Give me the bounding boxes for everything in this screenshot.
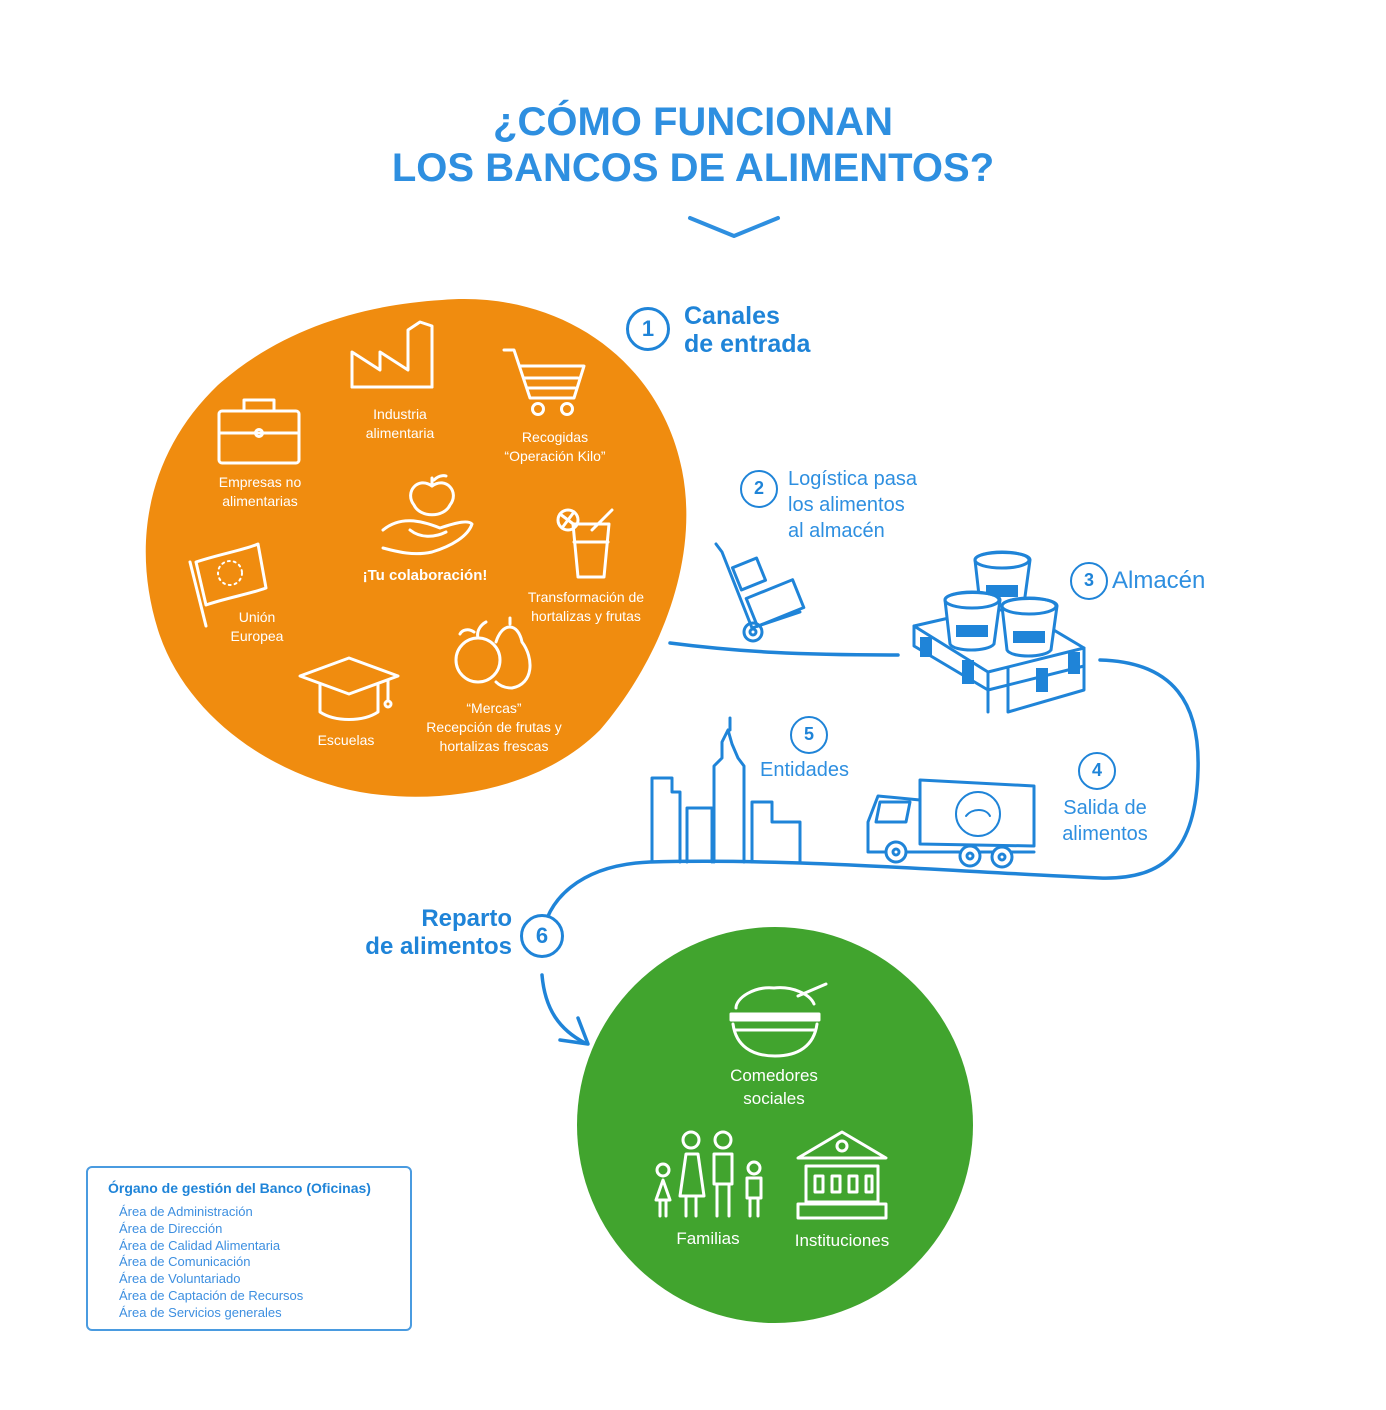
city-skyline-icon <box>650 716 802 864</box>
factory-icon <box>350 320 434 389</box>
juice-glass-icon <box>556 508 614 579</box>
label-colaboracion: ¡Tu colaboración! <box>362 567 488 584</box>
office-info-box: Órgano de gestión del Banco (Oficinas) Á… <box>86 1166 412 1331</box>
office-area-item: Área de Calidad Alimentaria <box>119 1237 281 1253</box>
step-3-label: Almacén <box>1112 567 1206 594</box>
recipients-circle <box>577 927 973 1323</box>
label-familias: Familias <box>676 1229 740 1248</box>
office-area-item: Área de Dirección <box>119 1220 223 1236</box>
label-instituciones: Instituciones <box>794 1231 890 1250</box>
delivery-truck-icon <box>866 778 1036 869</box>
step-5-label: Entidades <box>760 759 849 781</box>
label-recogidas: Recogidas“Operación Kilo” <box>504 429 606 464</box>
step-5-badge: 5 <box>790 716 828 754</box>
office-area-item: Área de Comunicación <box>119 1254 251 1270</box>
office-title: Órgano de gestión del Banco (Oficinas) <box>108 1180 371 1196</box>
office-area-item: Área de Servicios generales <box>119 1304 282 1320</box>
office-area-item: Área de Administración <box>119 1204 253 1219</box>
food-bowl-icon <box>729 982 828 1058</box>
office-area-list: Área de Administración Área de Dirección… <box>119 1204 303 1322</box>
flow-path <box>540 641 1200 1046</box>
institution-building-icon <box>796 1130 888 1220</box>
fruits-icon <box>454 616 532 690</box>
step-6-badge: 6 <box>520 914 564 958</box>
family-icon <box>654 1130 763 1218</box>
office-area-item: Área de Voluntariado <box>119 1271 241 1287</box>
chevron-down-icon <box>688 216 780 238</box>
step-4-badge: 4 <box>1078 752 1116 790</box>
warehouse-pallet-icon <box>912 550 1086 714</box>
step-1-badge: 1 <box>626 307 670 351</box>
page-title-line2: LOS BANCOS DE ALIMENTOS? <box>391 146 995 190</box>
office-area-item: Área de Captación de Recursos <box>119 1287 304 1303</box>
input-channels-blob <box>145 299 687 797</box>
step-3-badge: 3 <box>1070 562 1108 600</box>
label-escuelas: Escuelas <box>317 732 375 748</box>
eu-flag-icon <box>188 542 268 628</box>
hand-apple-icon <box>381 474 474 556</box>
hand-truck-icon <box>714 542 806 643</box>
page-title-line1: ¿CÓMO FUNCIONAN <box>493 100 893 144</box>
shopping-cart-icon <box>502 348 586 416</box>
step-2-badge: 2 <box>740 470 778 508</box>
briefcase-icon <box>217 398 301 465</box>
graduation-cap-icon <box>298 656 400 721</box>
